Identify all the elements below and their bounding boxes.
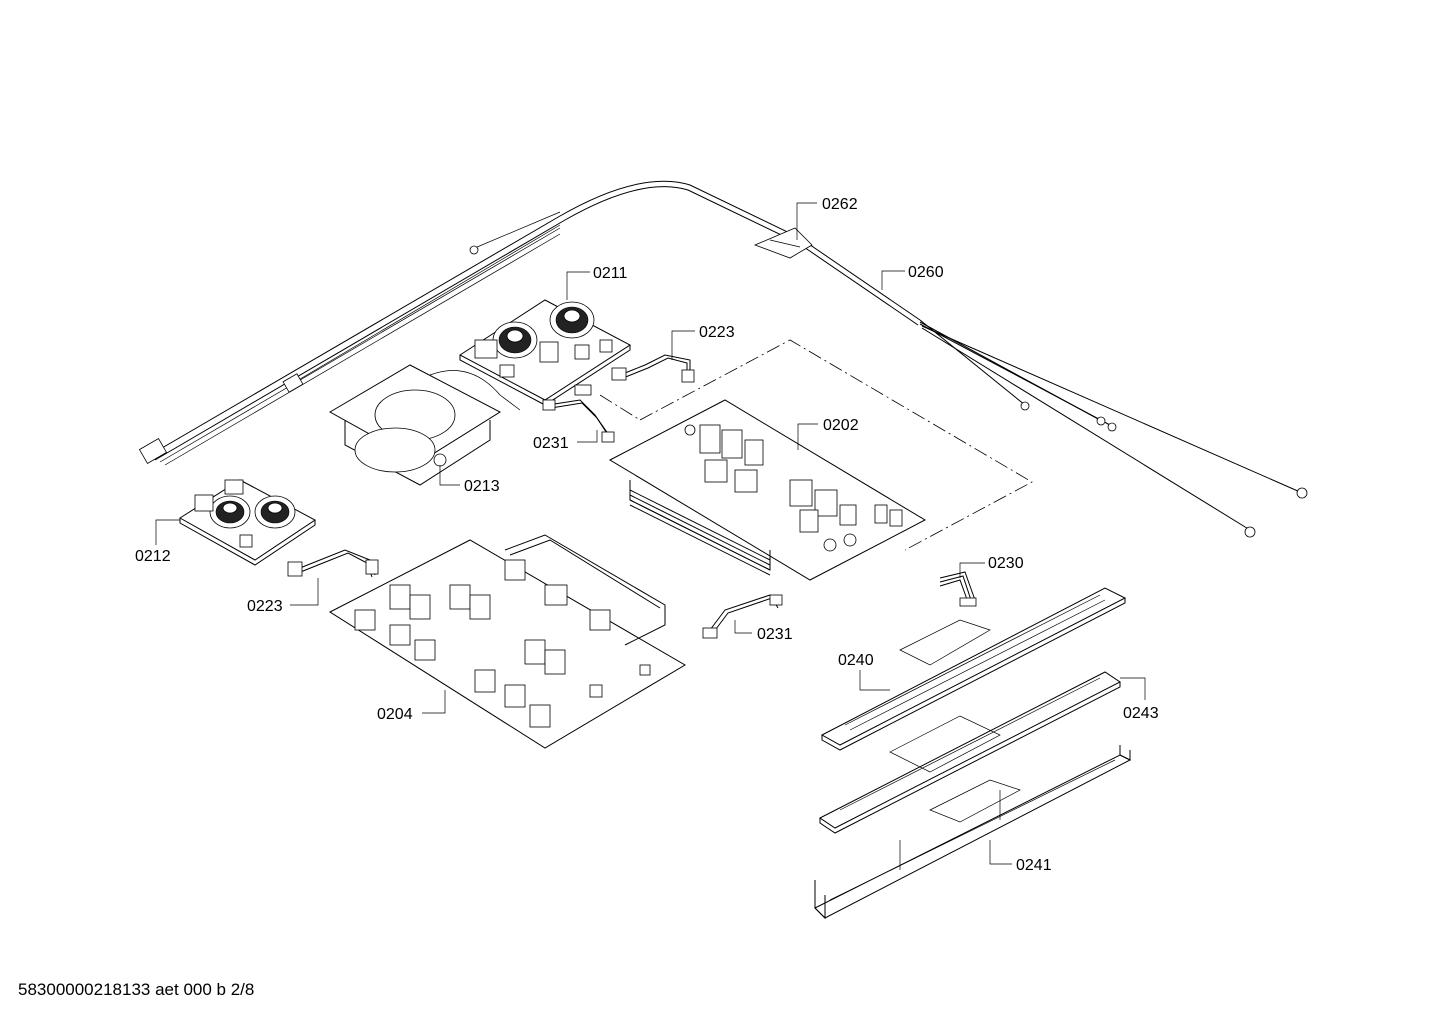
- control-board-0240: [820, 587, 1127, 751]
- part-labels: 0262 0260 0211 0223 0213 0231 0202 0212 …: [135, 196, 1159, 874]
- ribbon-cable-0230: [939, 571, 977, 607]
- cable-0231-lower: [702, 594, 783, 639]
- part-label-0223-left: 0223: [247, 598, 283, 615]
- document-footer: 58300000218133 aet 000 b 2/8: [18, 980, 255, 999]
- wiring-harness-0260: [138, 180, 1308, 538]
- assembly-outline-2: [599, 394, 641, 421]
- power-board-0202: [608, 399, 927, 581]
- cable-0223-top: [611, 354, 695, 383]
- part-label-0260: 0260: [908, 264, 944, 281]
- part-label-0262: 0262: [822, 196, 858, 213]
- cable-clip-0262: [753, 227, 813, 259]
- part-label-0231-lower: 0231: [757, 626, 793, 643]
- assembly-outline: [639, 339, 1033, 551]
- leader-lines: [155, 202, 1146, 865]
- cable-0231-top: [542, 384, 615, 443]
- cable-0223-left: [287, 549, 379, 578]
- part-label-0213: 0213: [464, 478, 500, 495]
- bracket-frame-0241: [814, 745, 1132, 920]
- part-label-0202: 0202: [823, 417, 859, 434]
- filter-board-0211: [459, 299, 631, 406]
- part-label-0211: 0211: [593, 265, 628, 282]
- part-label-0240: 0240: [838, 652, 874, 669]
- part-label-0231-top: 0231: [533, 435, 569, 452]
- filter-board-0212: [179, 479, 316, 566]
- part-label-0243: 0243: [1123, 705, 1159, 722]
- power-board-0204: [328, 534, 686, 749]
- fan-0213: [328, 364, 521, 486]
- part-label-0212: 0212: [135, 548, 171, 565]
- keypad-mat-0243: [819, 671, 1121, 834]
- part-label-0223-top: 0223: [699, 324, 735, 341]
- part-label-0204: 0204: [377, 706, 413, 723]
- part-label-0241: 0241: [1016, 857, 1052, 874]
- part-label-0230: 0230: [988, 555, 1024, 572]
